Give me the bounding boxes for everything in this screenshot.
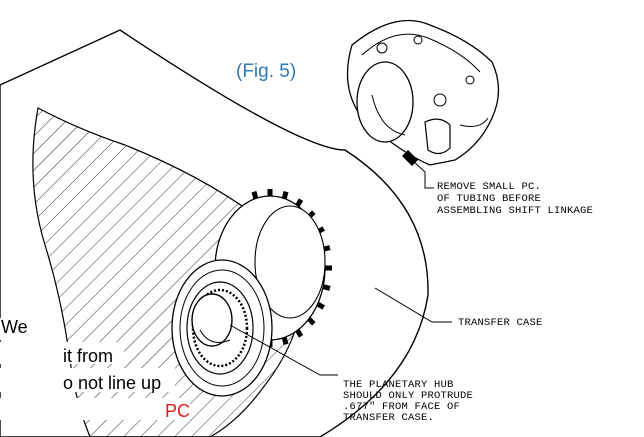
hub-leader xyxy=(229,324,338,376)
body-text-fragments: We it from o not line up PC xyxy=(0,317,190,421)
figure-label: (Fig. 5) xyxy=(236,61,296,82)
tubing-callout-line-1: REMOVE SMALL PC. xyxy=(437,181,541,193)
tubing-callout: REMOVE SMALL PC. OF TUBING BEFORE ASSEMB… xyxy=(437,181,593,217)
body-text-line-1: We xyxy=(1,317,28,337)
hub-callout-line-2: SHOULD ONLY PROTRUDE xyxy=(343,390,473,402)
gear-tooth xyxy=(295,198,304,207)
hub-callout-line-4: TRANSFER CASE. xyxy=(343,412,434,424)
gear-tooth xyxy=(307,317,316,326)
gear-tooth xyxy=(295,329,304,338)
hub-callout: THE PLANETARY HUB SHOULD ONLY PROTRUDE .… xyxy=(343,379,473,424)
hub-callout-line-1: THE PLANETARY HUB xyxy=(343,379,454,391)
gear-tooth xyxy=(316,301,325,310)
gear-tooth xyxy=(281,336,289,345)
gear-tooth xyxy=(322,284,331,291)
tubing-callout-line-2: OF TUBING BEFORE xyxy=(437,193,541,205)
tubing-leader xyxy=(411,159,434,189)
gear-tooth xyxy=(281,191,289,200)
planetary-hub xyxy=(171,259,273,397)
tubing-callout-line-3: ASSEMBLING SHIFT LINKAGE xyxy=(437,205,593,217)
body-text-line-3: o not line up xyxy=(63,373,161,393)
body-text-line-4-tail: PC xyxy=(165,401,190,421)
leader-lines xyxy=(229,159,452,376)
shift-motor-assembly xyxy=(346,19,500,166)
transfer-case-leader xyxy=(374,287,452,323)
transfer-case-callout: TRANSFER CASE xyxy=(458,317,543,329)
hub-callout-line-3: .677" FROM FACE OF xyxy=(343,401,460,413)
body-text-line-2: it from xyxy=(63,346,113,366)
motor-cap xyxy=(356,61,414,143)
gear-tooth xyxy=(251,191,259,200)
